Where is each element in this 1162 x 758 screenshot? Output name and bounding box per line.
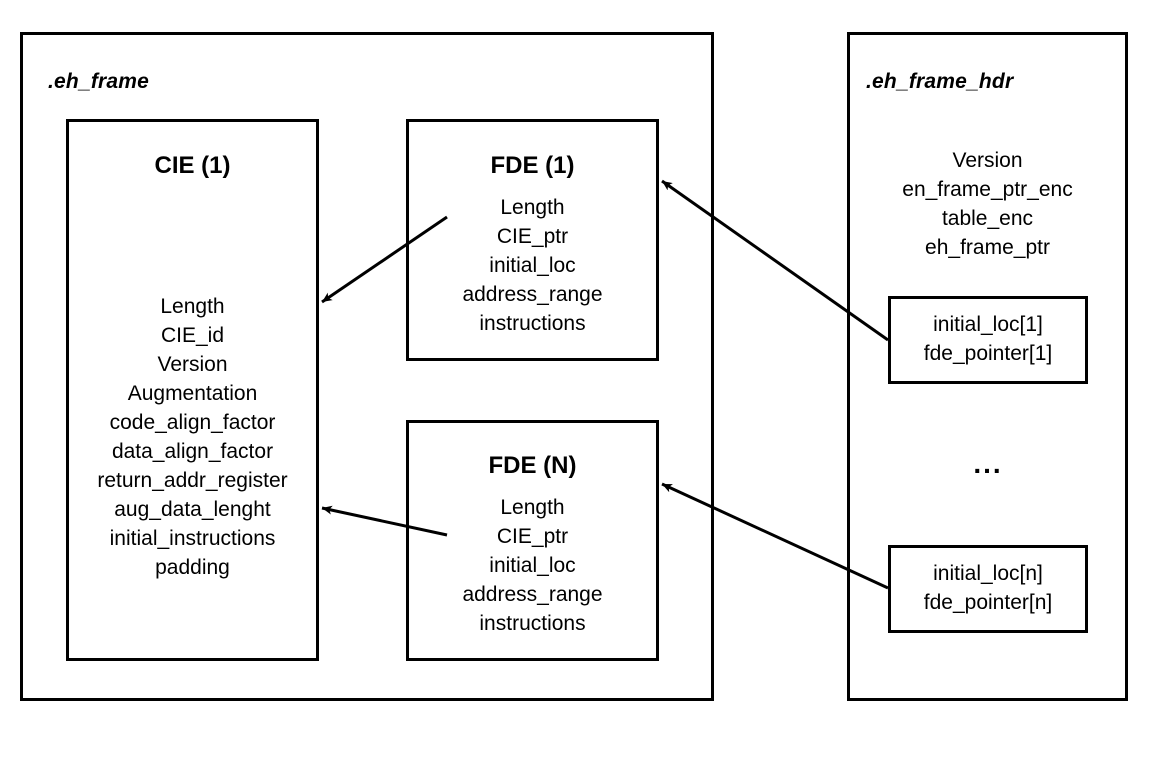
fde-1-field: address_range [462,283,603,306]
table-entry-1-fde-pointer: fde_pointer[1] [923,342,1053,365]
fde-1-field: initial_loc [489,254,576,277]
eh-frame-hdr-field: Version [952,149,1023,172]
cie-field: padding [155,556,230,579]
cie-field: data_align_factor [111,440,274,463]
fde-1-block-title: FDE (1) [490,152,575,179]
table-entry-n-fields: initial_loc[n] fde_pointer[n] [888,559,1088,617]
cie-field: code_align_factor [109,411,276,434]
eh-frame-hdr-field-list: Version en_frame_ptr_enc table_enc eh_fr… [847,146,1128,262]
cie-field: CIE_id [160,324,225,347]
eh-frame-hdr-field: en_frame_ptr_enc [902,178,1073,201]
eh-frame-hdr-field: table_enc [941,207,1034,230]
table-entry-1-fields: initial_loc[1] fde_pointer[1] [888,310,1088,368]
eh-frame-hdr-section-label: .eh_frame_hdr [866,70,1014,93]
cie-field: return_addr_register [97,469,288,492]
fde-n-field: Length [500,496,565,519]
cie-block-title: CIE (1) [154,152,231,179]
eh-frame-hdr-field: eh_frame_ptr [925,236,1050,259]
table-entry-1-initial-loc: initial_loc[1] [933,313,1043,336]
fde-n-field: instructions [479,612,586,635]
fde-1-field: Length [500,196,565,219]
cie-field-list: Length CIE_id Version Augmentation code_… [66,292,319,582]
fde-n-block-title: FDE (N) [488,452,577,479]
fde-n-field: initial_loc [489,554,576,577]
fde-n-field-list: Length CIE_ptr initial_loc address_range… [406,493,659,638]
cie-field: initial_instructions [109,527,276,550]
cie-field: Augmentation [127,382,258,405]
fde-1-field: CIE_ptr [496,225,569,248]
eh-frame-section-label: .eh_frame [48,70,150,93]
fde-n-block-box [406,420,659,661]
cie-field: aug_data_lenght [114,498,271,521]
cie-field: Version [157,353,228,376]
cie-block-box [66,119,319,661]
fde-n-field: address_range [462,583,603,606]
table-entries-ellipsis: ... [973,448,1003,479]
table-entry-1-box [888,296,1088,384]
table-entry-n-box [888,545,1088,633]
eh-frame-section-box [20,32,714,701]
fde-1-field: instructions [479,312,586,335]
cie-field: Length [160,295,225,318]
fde-n-field: CIE_ptr [496,525,569,548]
table-entry-n-fde-pointer: fde_pointer[n] [923,591,1053,614]
table-entry-n-initial-loc: initial_loc[n] [933,562,1043,585]
eh-frame-hdr-section-box [847,32,1128,701]
fde-1-field-list: Length CIE_ptr initial_loc address_range… [406,193,659,338]
